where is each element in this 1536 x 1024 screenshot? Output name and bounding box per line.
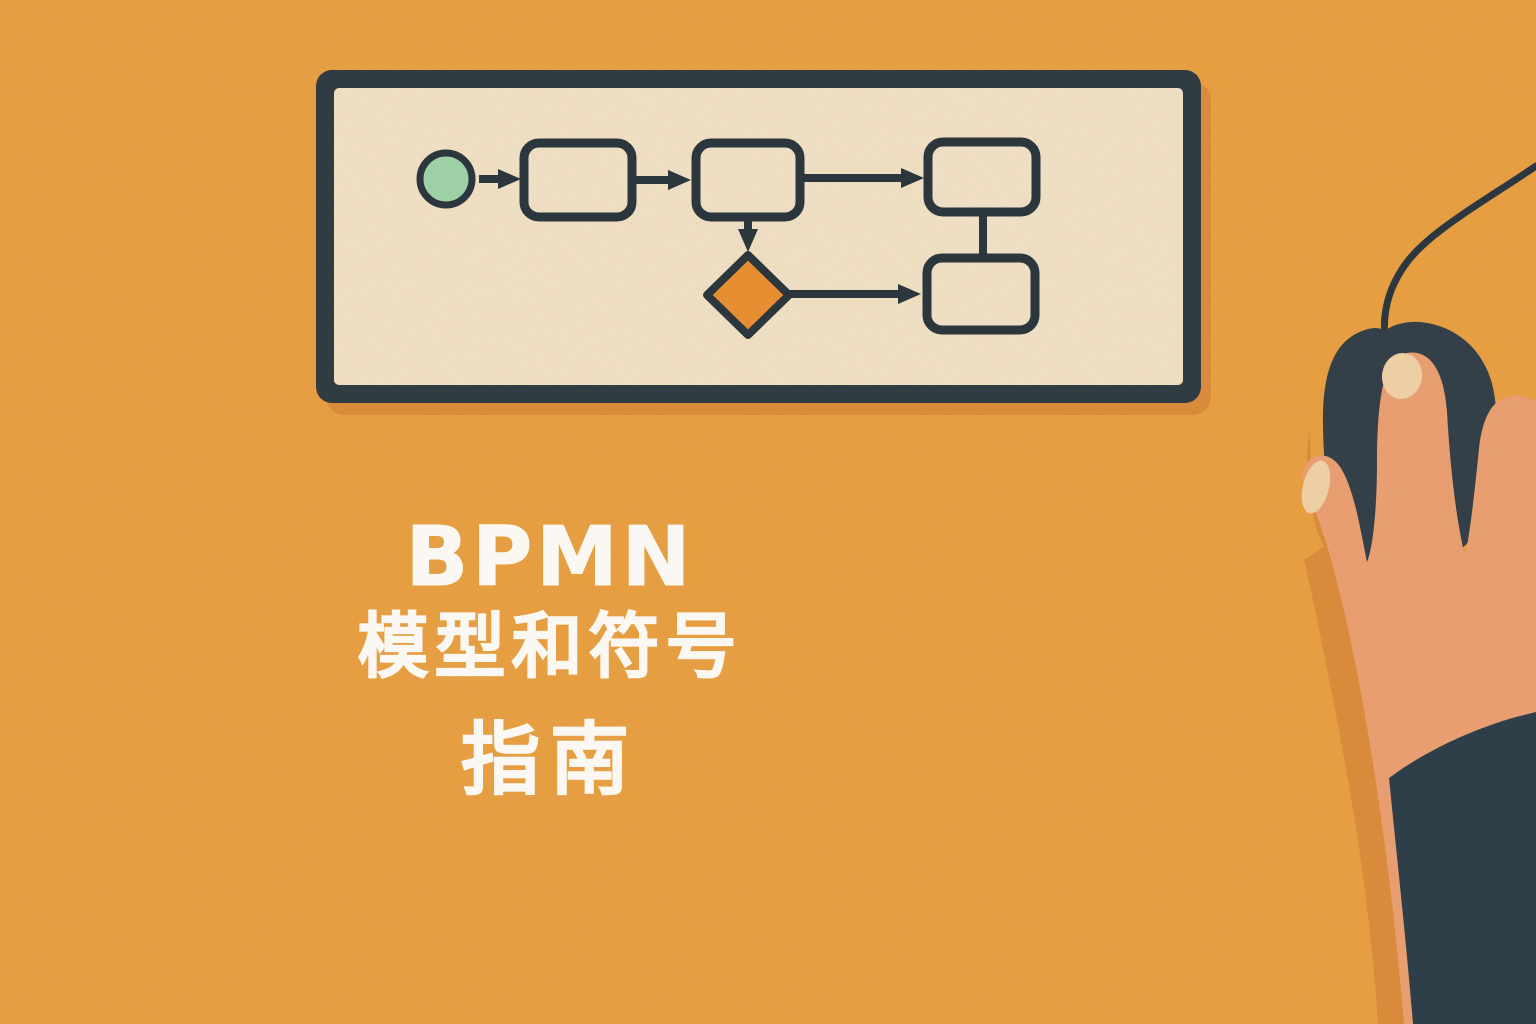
title-line-guide: 指南 [461, 714, 639, 806]
title-line-model-and-notation: 模型和符号 [357, 605, 743, 688]
title-line-bpmn: BPMN [405, 510, 695, 605]
